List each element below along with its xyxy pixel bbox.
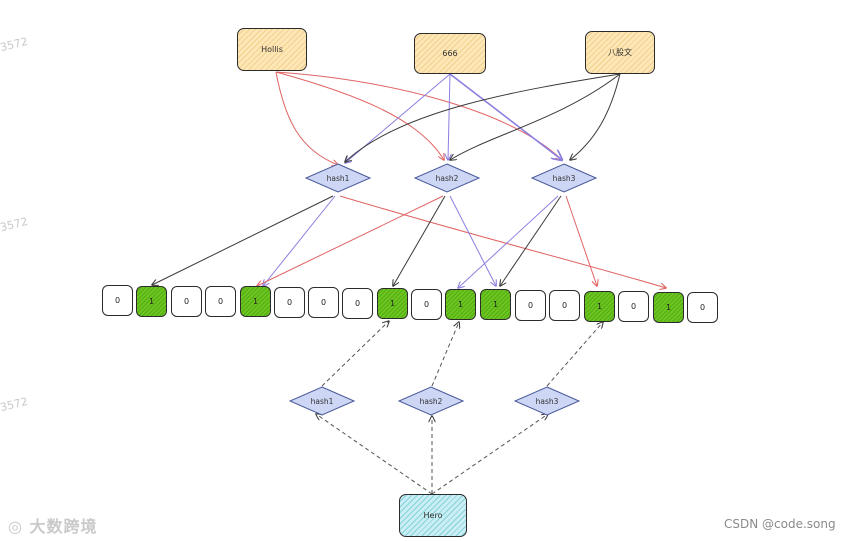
bit-cell: 0 bbox=[549, 290, 580, 321]
watermark-logo: ◎ 大数跨境 bbox=[8, 517, 98, 536]
bit-cell: 0 bbox=[308, 287, 339, 318]
hash1-label: hash1 bbox=[326, 173, 350, 183]
arrow-hollis-hash2 bbox=[275, 71, 444, 160]
bit-cell: 0 bbox=[102, 285, 133, 316]
arrow-hash3-bit10 bbox=[458, 195, 559, 288]
source-bagu: 八股文 bbox=[585, 31, 655, 74]
query-hash1-diamond: hash1 bbox=[289, 386, 355, 416]
arrow-hash2-bit8 bbox=[393, 195, 446, 286]
query-hash3-diamond: hash3 bbox=[514, 386, 580, 416]
arrow-bagu-hash1 bbox=[345, 73, 621, 162]
query-hash2-diamond: hash2 bbox=[398, 386, 464, 416]
query-hash2-label: hash2 bbox=[419, 396, 443, 406]
bit-cell: 1 bbox=[584, 291, 615, 322]
bit-cell: 1 bbox=[136, 286, 167, 317]
hash2-label: hash2 bbox=[435, 173, 459, 183]
bit-cell: 0 bbox=[515, 290, 546, 321]
hash3-label: hash3 bbox=[552, 173, 576, 183]
source-666: 666 bbox=[414, 33, 486, 74]
arrow-bagu-hash3 bbox=[570, 73, 621, 160]
arrow-bagu-hash2 bbox=[450, 73, 621, 160]
arrow-qhash3-bit14 bbox=[546, 322, 603, 387]
bit-cell: 1 bbox=[653, 292, 684, 323]
arrow-hash3-bit11 bbox=[500, 195, 562, 286]
source-hollis: Hollis bbox=[237, 28, 307, 71]
bit-cell: 1 bbox=[377, 288, 408, 319]
bit-cell: 0 bbox=[205, 286, 236, 317]
hash1-diamond: hash1 bbox=[305, 163, 371, 193]
query-hero: Hero bbox=[399, 494, 467, 537]
bit-cell: 1 bbox=[445, 289, 476, 320]
arrow-hash1-bit4 bbox=[263, 195, 336, 286]
arrow-hero-hash3 bbox=[431, 414, 548, 495]
bit-cell: 1 bbox=[240, 286, 271, 317]
arrow-hash2-bit4 bbox=[257, 195, 444, 286]
arrow-hash2-bit11 bbox=[449, 195, 496, 286]
hash3-diamond: hash3 bbox=[531, 163, 597, 193]
bit-cell: 0 bbox=[171, 286, 202, 317]
bit-cell: 0 bbox=[342, 288, 373, 319]
arrow-hollis-hash1 bbox=[275, 71, 338, 165]
bit-cell: 0 bbox=[411, 289, 442, 320]
query-hash1-label: hash1 bbox=[310, 396, 334, 406]
arrow-hero-hash1 bbox=[316, 414, 433, 495]
query-hash3-label: hash3 bbox=[535, 396, 559, 406]
bit-cell: 0 bbox=[618, 291, 649, 322]
arrow-hash3-bit14 bbox=[565, 195, 597, 286]
arrow-hash1-bit16 bbox=[339, 195, 666, 288]
arrow-qhash1-bit8 bbox=[321, 321, 389, 387]
arrow-666-hash3 bbox=[449, 73, 562, 160]
bit-cell: 1 bbox=[480, 289, 511, 320]
bit-cell: 0 bbox=[687, 292, 718, 323]
hash2-diamond: hash2 bbox=[414, 163, 480, 193]
credit-text: CSDN @code.song bbox=[724, 517, 836, 531]
arrow-hash1-bit1 bbox=[152, 195, 334, 285]
logo-mark-icon: ◎ bbox=[8, 517, 23, 536]
arrow-666-hash2 bbox=[448, 73, 450, 160]
bit-cell: 0 bbox=[274, 287, 305, 318]
arrow-qhash2-bit10 bbox=[431, 322, 459, 387]
